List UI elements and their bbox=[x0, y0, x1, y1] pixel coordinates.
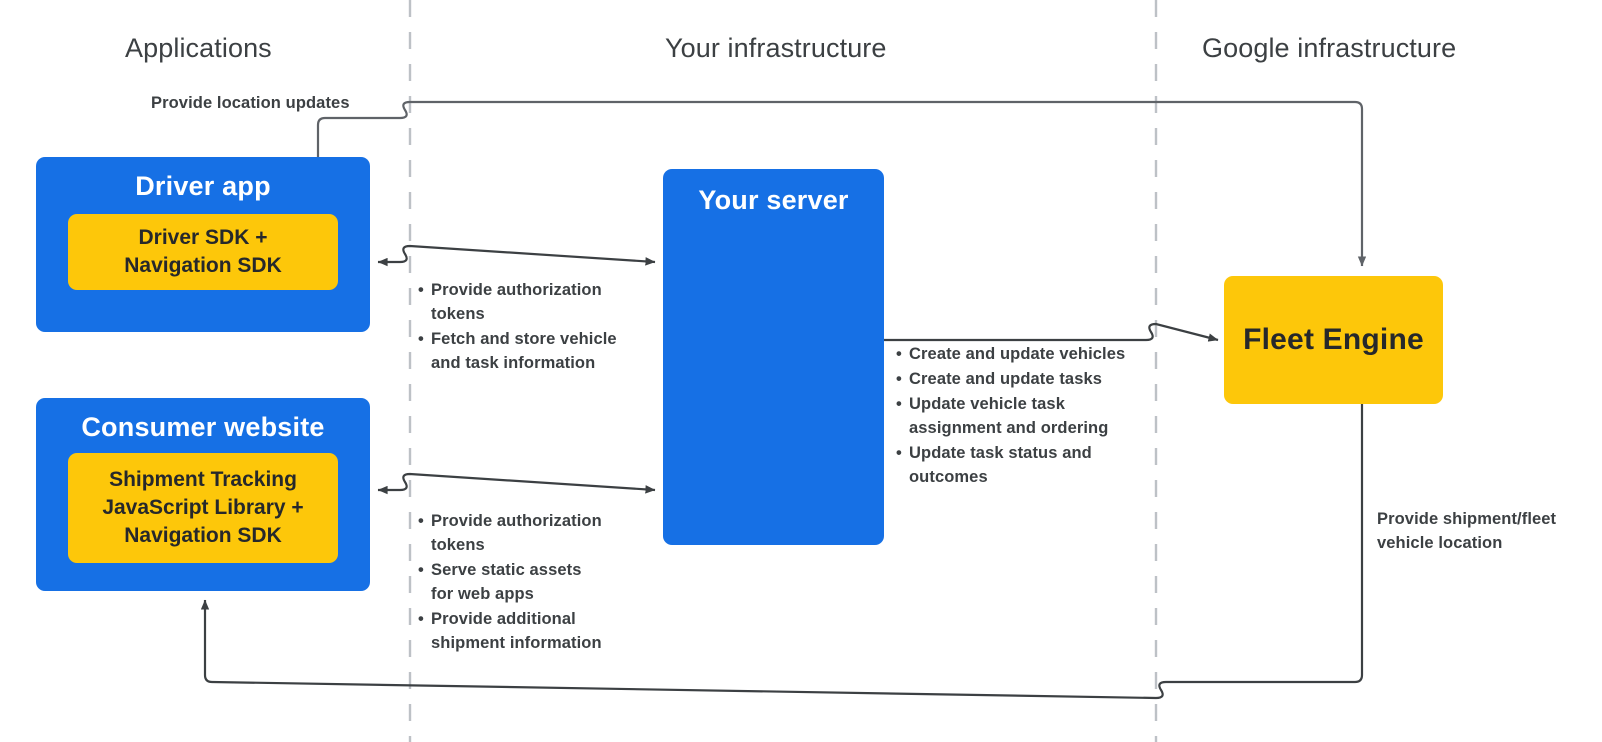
edge-bullets-server-fleet-engine: Create and update vehicles Create and up… bbox=[896, 343, 1158, 491]
bullet-line: outcomes bbox=[909, 467, 988, 486]
bullet-line: Update task status and bbox=[909, 443, 1092, 462]
list-item: Provide authorization tokens bbox=[418, 279, 654, 327]
edge-driver-app-server bbox=[377, 244, 656, 267]
node-driver-app-chip[interactable]: Driver SDK + Navigation SDK bbox=[68, 214, 338, 290]
bullet-line: assignment and ordering bbox=[909, 418, 1109, 437]
list-item: Update task status and outcomes bbox=[896, 442, 1158, 490]
node-driver-app-title: Driver app bbox=[135, 171, 271, 201]
list-item: Update vehicle task assignment and order… bbox=[896, 393, 1158, 441]
list-item: Provide authorization tokens bbox=[418, 510, 654, 558]
bullet-line: Update vehicle task bbox=[909, 394, 1065, 413]
bullet-line: Provide authorization bbox=[431, 512, 602, 530]
edge-server-fleet-engine bbox=[884, 322, 1219, 342]
edge-label-fleet-engine-consumer-website: Provide shipment/fleet vehicle location bbox=[1377, 508, 1587, 556]
list-item: Create and update tasks bbox=[896, 368, 1158, 392]
chip-line: Navigation SDK bbox=[124, 254, 282, 277]
bullet-line: tokens bbox=[431, 304, 485, 323]
edge-consumer-website-server bbox=[377, 472, 656, 495]
node-fleet-engine[interactable]: Fleet Engine bbox=[1224, 276, 1443, 404]
node-consumer-website-title: Consumer website bbox=[81, 412, 325, 442]
node-consumer-website-chip[interactable]: Shipment Tracking JavaScript Library + N… bbox=[68, 453, 338, 563]
bullet-line: Provide authorization bbox=[431, 281, 602, 299]
zone-label-your-infrastructure: Your infrastructure bbox=[665, 33, 887, 63]
chip-line: JavaScript Library + bbox=[102, 496, 304, 520]
bullet-line: shipment information bbox=[431, 633, 602, 652]
edge-label-location-updates: Provide location updates bbox=[151, 94, 350, 112]
node-your-server-title: Your server bbox=[698, 185, 849, 215]
bullet-line: Provide additional bbox=[431, 609, 576, 628]
node-driver-app[interactable]: Driver app Driver SDK + Navigation SDK bbox=[36, 157, 370, 332]
list-item: Create and update vehicles bbox=[896, 343, 1158, 367]
node-fleet-engine-title: Fleet Engine bbox=[1243, 323, 1424, 356]
bullet-line: and task information bbox=[431, 353, 596, 372]
chip-line: Navigation SDK bbox=[124, 523, 282, 547]
node-consumer-website[interactable]: Consumer website Shipment Tracking JavaS… bbox=[36, 398, 370, 591]
bullet-line: Fetch and store vehicle bbox=[431, 329, 617, 348]
bullet-line: Create and update tasks bbox=[909, 369, 1103, 388]
edge-bullets-driver-app-server: Provide authorization tokens Fetch and s… bbox=[418, 279, 654, 377]
edge-label-line: vehicle location bbox=[1377, 533, 1503, 552]
chip-line: Shipment Tracking bbox=[109, 468, 297, 492]
bullet-line: for web apps bbox=[431, 584, 534, 603]
bullet-line: tokens bbox=[431, 535, 485, 554]
bullet-line: Serve static assets bbox=[431, 560, 582, 579]
bullet-line: Create and update vehicles bbox=[909, 345, 1126, 363]
edge-bullets-consumer-website-server: Provide authorization tokens Serve stati… bbox=[418, 510, 654, 657]
list-item: Serve static assets for web apps bbox=[418, 559, 654, 607]
list-item: Fetch and store vehicle and task informa… bbox=[418, 328, 654, 376]
chip-line: Driver SDK + bbox=[138, 226, 268, 250]
node-your-server[interactable]: Your server bbox=[663, 169, 884, 545]
list-item: Provide additional shipment information bbox=[418, 608, 654, 656]
zone-label-applications: Applications bbox=[125, 33, 272, 63]
zone-label-google-infrastructure: Google infrastructure bbox=[1202, 33, 1457, 63]
edge-label-line: Provide shipment/fleet bbox=[1377, 510, 1557, 528]
